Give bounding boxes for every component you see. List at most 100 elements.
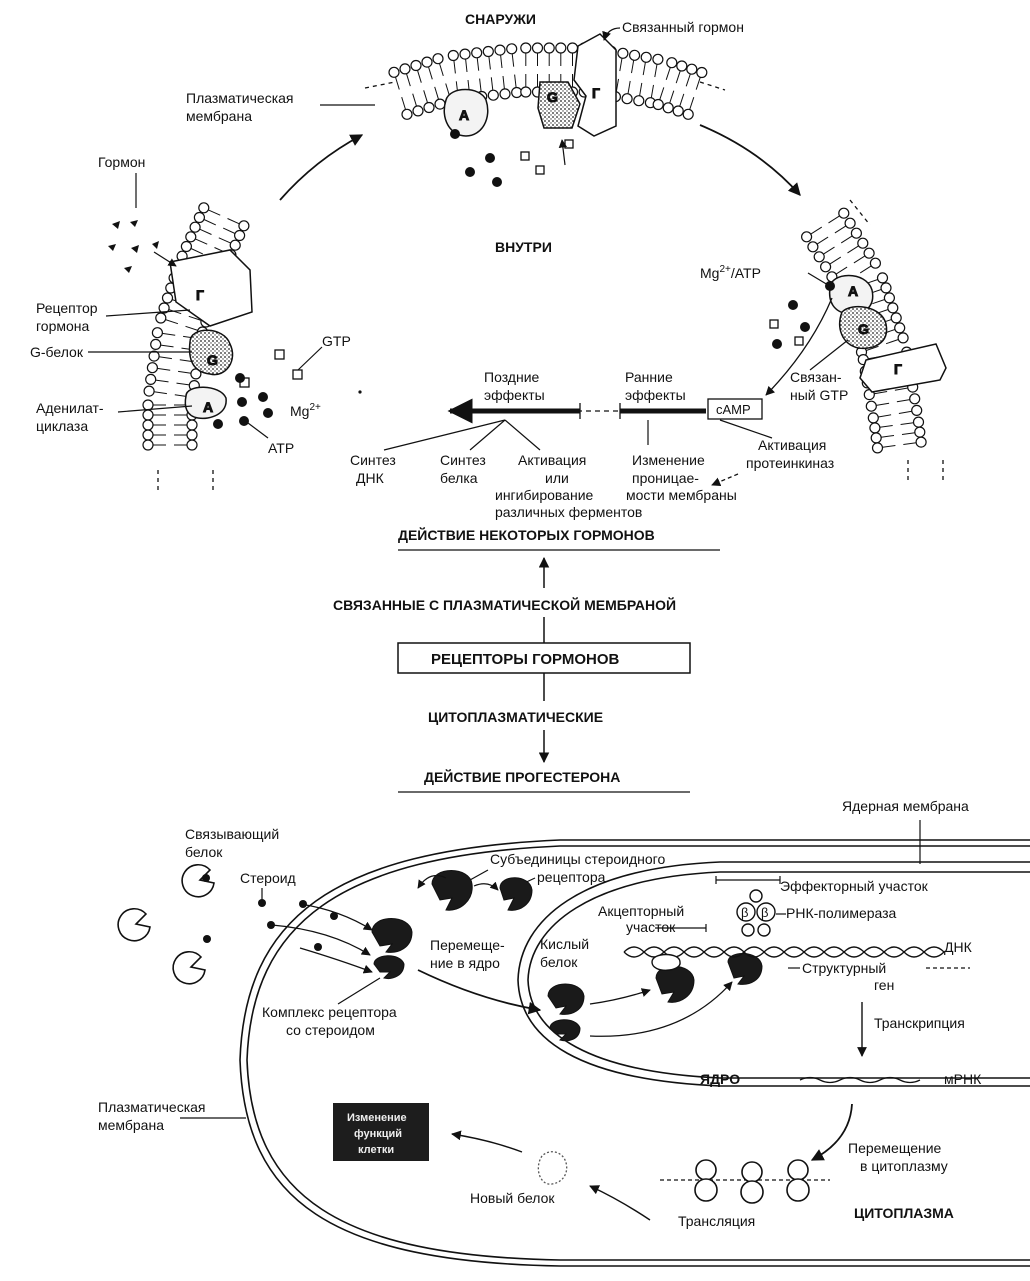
move-cytoplasm-l1: Перемещение <box>848 1140 942 1156</box>
mrna-label: мРНК <box>944 1071 982 1087</box>
bound-hormone-label: Связанный гормон <box>622 19 744 35</box>
some-hormones-heading: ДЕЙСТВИЕ НЕКОТОРЫХ ГОРМОНОВ <box>398 526 655 543</box>
cell-function-l2: функций <box>354 1128 402 1140</box>
bound-gtp-leader <box>809 339 849 371</box>
plasma-membrane-top-l2: мембрана <box>186 108 252 124</box>
cell-function-box <box>333 1103 429 1161</box>
atp-leader <box>243 419 269 439</box>
mg-atp-label: Mg2+/ATP <box>700 264 761 281</box>
structural-gene-l1: Структурный <box>802 960 886 976</box>
kinase-l2: протеинкиназ <box>746 455 834 471</box>
gtp-label: GTP <box>322 333 351 349</box>
camp-production-arrow <box>765 297 833 396</box>
membrane-bound-label: СВЯЗАННЫЕ С ПЛАЗМАТИЧЕСКОЙ МЕМБРАНОЙ <box>333 596 676 613</box>
progesterone-heading: ДЕЙСТВИЕ ПРОГЕСТЕРОНА <box>424 768 620 785</box>
kinase-to-permeability-arrow <box>711 473 739 486</box>
camp-label: cAMP <box>716 402 751 417</box>
adenylate-label-l2: циклаза <box>36 418 88 434</box>
binding-protein-l1: Связывающий <box>185 826 279 842</box>
cytoplasm-label: ЦИТОПЛАЗМА <box>854 1205 954 1221</box>
top-molecules <box>450 129 574 187</box>
receptor-label-l1: Рецептор <box>36 300 98 316</box>
subunits-l2: рецептора <box>537 869 606 885</box>
kinase-l1: Активация <box>758 437 826 453</box>
permeability-l3: мости мембраны <box>626 487 737 503</box>
binding-proteins <box>117 863 215 985</box>
hormone-binding-arrow <box>153 251 177 267</box>
g-protein-right <box>838 305 888 350</box>
gtp-leader <box>297 346 323 371</box>
a-letter-left: A <box>203 399 213 415</box>
receptor-label-l2: гормона <box>36 318 90 334</box>
nuclear-membrane-label: Ядерная мембрана <box>842 798 969 814</box>
permeability-l1: Изменение <box>632 452 705 468</box>
effects-fan-lines <box>383 419 773 451</box>
receptors-label: РЕЦЕПТОРЫ ГОРМОНОВ <box>431 651 620 668</box>
protein-synthesis-l2: белка <box>440 470 478 486</box>
early-effects-l2: эффекты <box>625 387 686 403</box>
binding-protein-l2: белок <box>185 844 223 860</box>
g-letter-right: G <box>858 321 869 337</box>
dna-label: ДНК <box>944 939 973 955</box>
receptor-subunits <box>371 870 763 1042</box>
g-protein-left <box>188 329 234 376</box>
dna-strand <box>623 946 945 958</box>
steroid-dots <box>203 899 338 951</box>
to-function-arrow <box>451 1130 523 1153</box>
new-protein-shape <box>537 1151 568 1185</box>
inside-label: ВНУТРИ <box>495 239 552 255</box>
a-letter-right: A <box>848 283 858 299</box>
bound-hormone-leader <box>602 27 621 41</box>
new-protein-label: Новый белок <box>470 1190 555 1206</box>
right-molecules <box>769 281 835 349</box>
a-letter-top: A <box>459 107 469 123</box>
hormone-molecules <box>108 220 159 273</box>
early-effects-l1: Ранние <box>625 369 673 385</box>
move-nucleus-l2: ние в ядро <box>430 955 500 971</box>
mrna-wave <box>799 1076 921 1084</box>
to-cytoplasm-arrow <box>810 1103 853 1161</box>
dna-synthesis-l1: Синтез <box>350 452 396 468</box>
acidic-protein-l1: Кислый <box>540 936 589 952</box>
g-letter-top: G <box>547 89 558 105</box>
receptor-leader <box>105 309 191 317</box>
gtp-top-arrow <box>558 139 568 166</box>
steroid-label: Стероид <box>240 870 296 886</box>
effector-site-label: Эффекторный участок <box>780 878 929 894</box>
permeability-l2: проницае- <box>632 470 699 486</box>
protein-synthesis-l1: Синтез <box>440 452 486 468</box>
cell-function-l3: клетки <box>358 1144 394 1156</box>
cell-outlines <box>239 839 1030 1267</box>
adenylate-label-l1: Аденилат- <box>36 400 104 416</box>
translation-label: Трансляция <box>678 1213 755 1229</box>
cytoplasmic-label: ЦИТОПЛАЗМАТИЧЕСКИЕ <box>428 709 603 725</box>
receptor-protein-right <box>859 343 947 393</box>
enzyme-activation-l2: или <box>545 470 569 486</box>
left-molecules <box>213 349 362 429</box>
complex-l2: со стероидом <box>286 1022 375 1038</box>
g-protein-label: G-белок <box>30 344 84 360</box>
camp-box <box>707 398 763 420</box>
receptor-letter-left: Г <box>196 287 204 303</box>
move-to-nucleus-arrow <box>417 969 542 1015</box>
mg-label: Mg2+ <box>290 402 321 419</box>
structural-gene-l2: ген <box>874 977 894 993</box>
transcription-label: Транскрипция <box>874 1015 965 1031</box>
adenylate-protein-top <box>443 88 489 137</box>
enzyme-activation-l1: Активация <box>518 452 586 468</box>
curve-arrow-right <box>699 124 801 196</box>
receptor-letter-top: Г <box>592 85 600 101</box>
acidic-protein-l2: белок <box>540 954 578 970</box>
receptor-protein-left <box>169 249 253 327</box>
late-effects-l2: эффекты <box>484 387 545 403</box>
outside-label: СНАРУЖИ <box>465 11 536 27</box>
acceptor-l2: участок <box>626 919 676 935</box>
adenylate-protein-left <box>184 386 227 420</box>
hormone-label: Гормон <box>98 154 145 170</box>
late-effects-l1: Поздние <box>484 369 540 385</box>
enzyme-activation-l4: различных ферментов <box>495 504 642 520</box>
atp-label: ATP <box>268 440 294 456</box>
